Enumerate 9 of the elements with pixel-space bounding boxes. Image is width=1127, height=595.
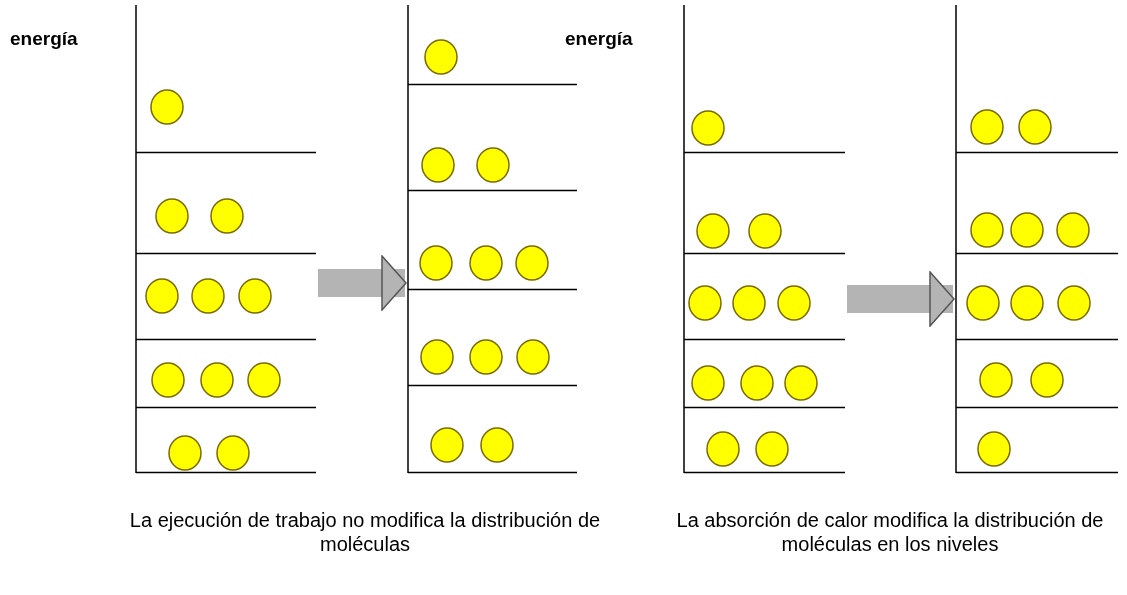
- block-arrow: [318, 255, 407, 311]
- caption-text: La absorción de calor modifica la distribución de moléculas en los niveles: [675, 508, 1105, 556]
- block-arrow: [847, 271, 955, 327]
- axis-label: energía: [10, 28, 78, 51]
- axis-label: energía: [565, 28, 633, 51]
- energy-level-drawing: [135, 5, 316, 473]
- energy-level-drawing: [683, 5, 845, 473]
- caption-text: La ejecución de trabajo no modifica la distribución de moléculas: [128, 508, 602, 556]
- energy-level-drawing: [955, 5, 1118, 473]
